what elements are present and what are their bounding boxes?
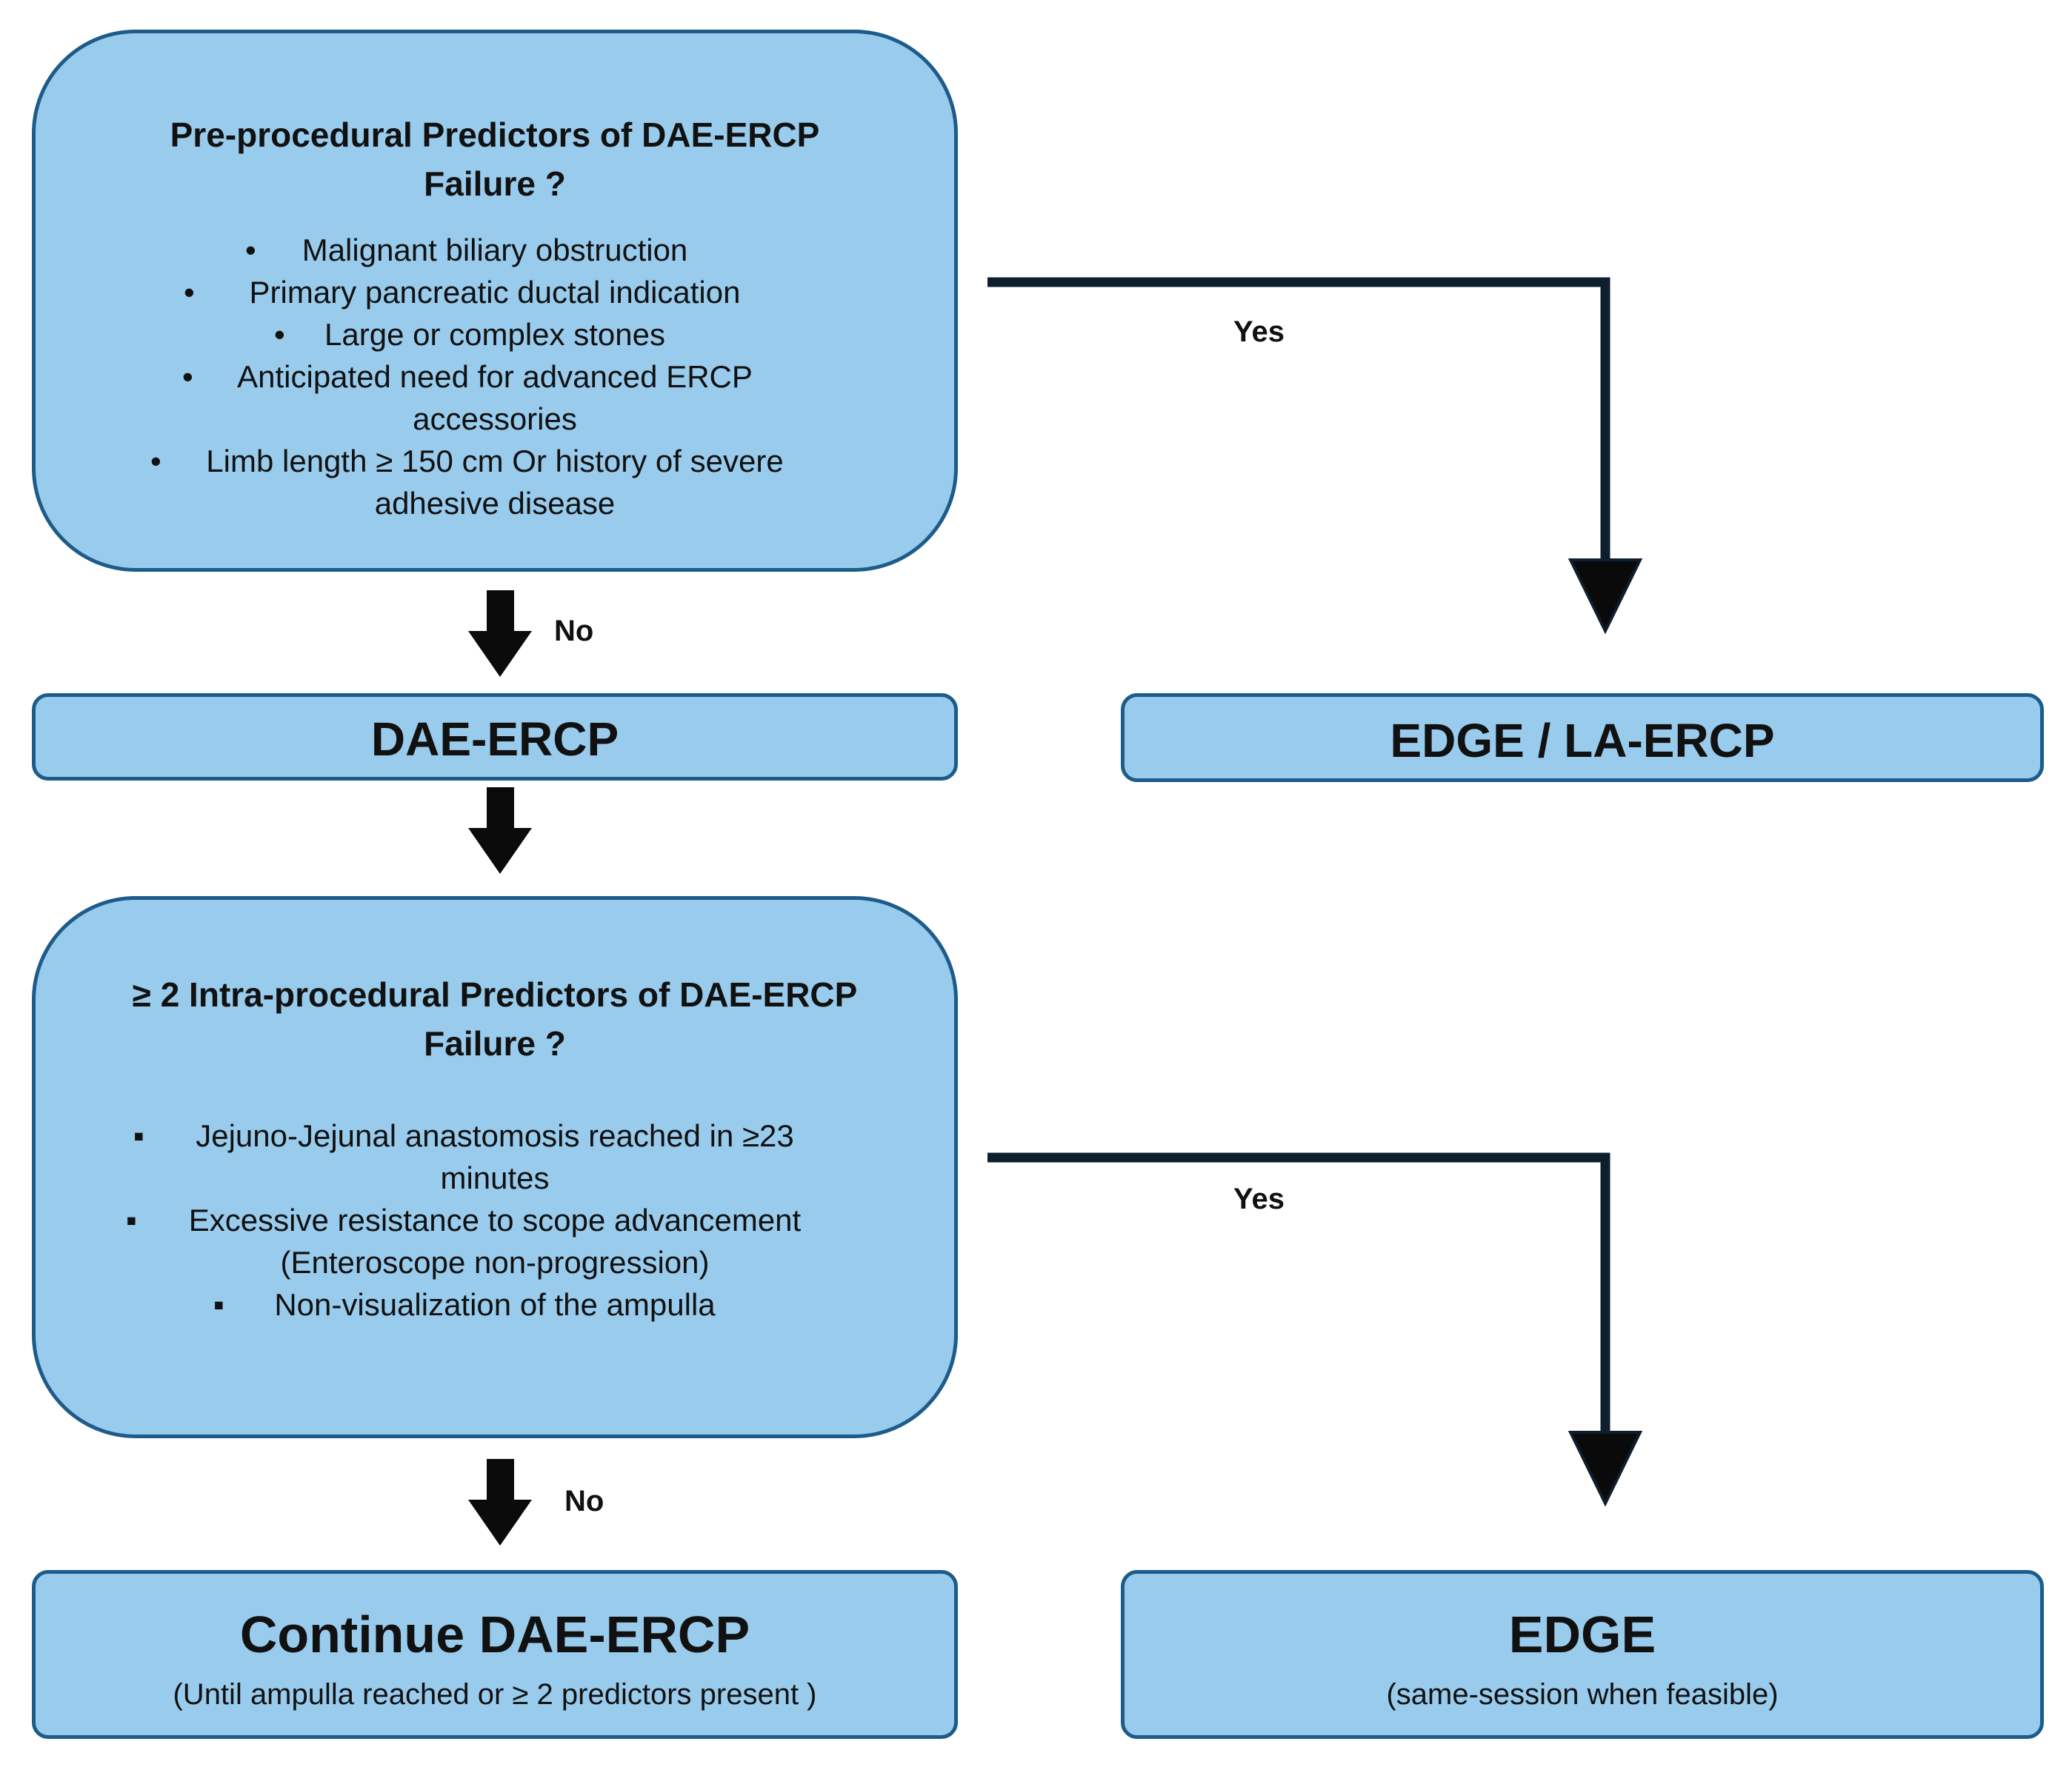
intra-item-1-text-2: minutes <box>440 1160 550 1195</box>
continue-dae-ercp-box: Continue DAE-ERCP (Until ampulla reached… <box>32 1570 958 1739</box>
pre-title-line1: Pre-procedural Predictors of DAE-ERCP <box>170 116 820 154</box>
intra-item-2-text-1: Excessive resistance to scope advancemen… <box>188 1203 802 1238</box>
intra-title-line2: Failure ? <box>424 1024 566 1063</box>
bullet-square-icon <box>126 1199 137 1241</box>
intra-procedural-predictors-box: ≥ 2 Intra-procedural Predictors of DAE-E… <box>32 896 958 1438</box>
edge-label-yes-1: Yes <box>1233 315 1285 348</box>
pre-item-5-text-2: adhesive disease <box>374 486 616 521</box>
edge-la-ercp-label: EDGE / LA-ERCP <box>1390 714 1775 767</box>
pre-item-3: Large or complex stones <box>36 313 954 355</box>
dae-ercp-box: DAE-ERCP <box>32 693 958 781</box>
pre-item-3-text: Large or complex stones <box>324 317 665 352</box>
pre-item-1: Malignant biliary obstruction <box>36 229 954 271</box>
intra-item-3: Non-visualization of the ampulla <box>36 1283 954 1326</box>
bullet-square-icon <box>133 1115 144 1157</box>
pre-item-4-text-1: Anticipated need for advanced ERCP <box>237 359 753 394</box>
continue-dae-ercp-label: Continue DAE-ERCP <box>239 1606 750 1663</box>
bullet-dot-icon <box>245 229 256 271</box>
arrowhead-yes-1 <box>1568 558 1643 635</box>
edge-la-ercp-box: EDGE / LA-ERCP <box>1121 693 2044 782</box>
edge-label-no-2: No <box>564 1485 604 1517</box>
arrow-no-1 <box>468 590 532 677</box>
arrow-no-2 <box>468 1459 532 1546</box>
edge-sublabel: (same-session when feasible) <box>1386 1678 1779 1711</box>
intra-item-3-text: Non-visualization of the ampulla <box>274 1287 716 1322</box>
pre-item-5: Limb length ≥ 150 cm Or history of sever… <box>36 440 954 524</box>
intra-item-2: Excessive resistance to scope advancemen… <box>36 1199 954 1283</box>
arrow-dae-to-intra <box>468 787 532 874</box>
pre-item-5-text-1: Limb length ≥ 150 cm Or history of sever… <box>206 444 784 478</box>
intra-procedural-list: Jejuno-Jejunal anastomosis reached in ≥2… <box>36 1115 954 1326</box>
arrowhead-yes-2 <box>1568 1431 1643 1507</box>
pre-procedural-predictors-box: Pre-procedural Predictors of DAE-ERCP Fa… <box>32 30 958 572</box>
edge-label-yes-2: Yes <box>1233 1183 1285 1215</box>
pre-procedural-title: Pre-procedural Predictors of DAE-ERCP Fa… <box>36 110 954 208</box>
pre-item-1-text: Malignant biliary obstruction <box>302 233 688 267</box>
pre-item-2: Primary pancreatic ductal indication <box>36 271 954 313</box>
bullet-square-icon <box>213 1283 224 1326</box>
bullet-dot-icon <box>184 271 195 313</box>
intra-procedural-title: ≥ 2 Intra-procedural Predictors of DAE-E… <box>36 970 954 1068</box>
pre-item-2-text: Primary pancreatic ductal indication <box>249 275 741 310</box>
pre-procedural-list: Malignant biliary obstruction Primary pa… <box>36 229 954 524</box>
intra-item-1-text-1: Jejuno-Jejunal anastomosis reached in ≥2… <box>196 1118 794 1153</box>
pre-item-4: Anticipated need for advanced ERCP acces… <box>36 355 954 440</box>
dae-ercp-label: DAE-ERCP <box>370 712 619 766</box>
intra-item-1: Jejuno-Jejunal anastomosis reached in ≥2… <box>36 1115 954 1199</box>
intra-title-line1: ≥ 2 Intra-procedural Predictors of DAE-E… <box>132 975 858 1014</box>
continue-dae-ercp-sublabel: (Until ampulla reached or ≥ 2 predictors… <box>173 1678 817 1711</box>
connector-yes-2 <box>987 1152 1610 1434</box>
pre-item-4-text-2: accessories <box>413 401 577 436</box>
intra-item-2-text-2: (Enteroscope non-progression) <box>280 1245 710 1280</box>
edge-label-no-1: No <box>554 615 594 647</box>
bullet-dot-icon <box>150 440 161 482</box>
bullet-dot-icon <box>274 313 285 355</box>
pre-title-line2: Failure ? <box>424 164 566 203</box>
edge-box: EDGE (same-session when feasible) <box>1121 1570 2044 1739</box>
edge-label: EDGE <box>1508 1606 1656 1663</box>
connector-yes-1 <box>987 277 1610 563</box>
bullet-dot-icon <box>182 355 193 398</box>
